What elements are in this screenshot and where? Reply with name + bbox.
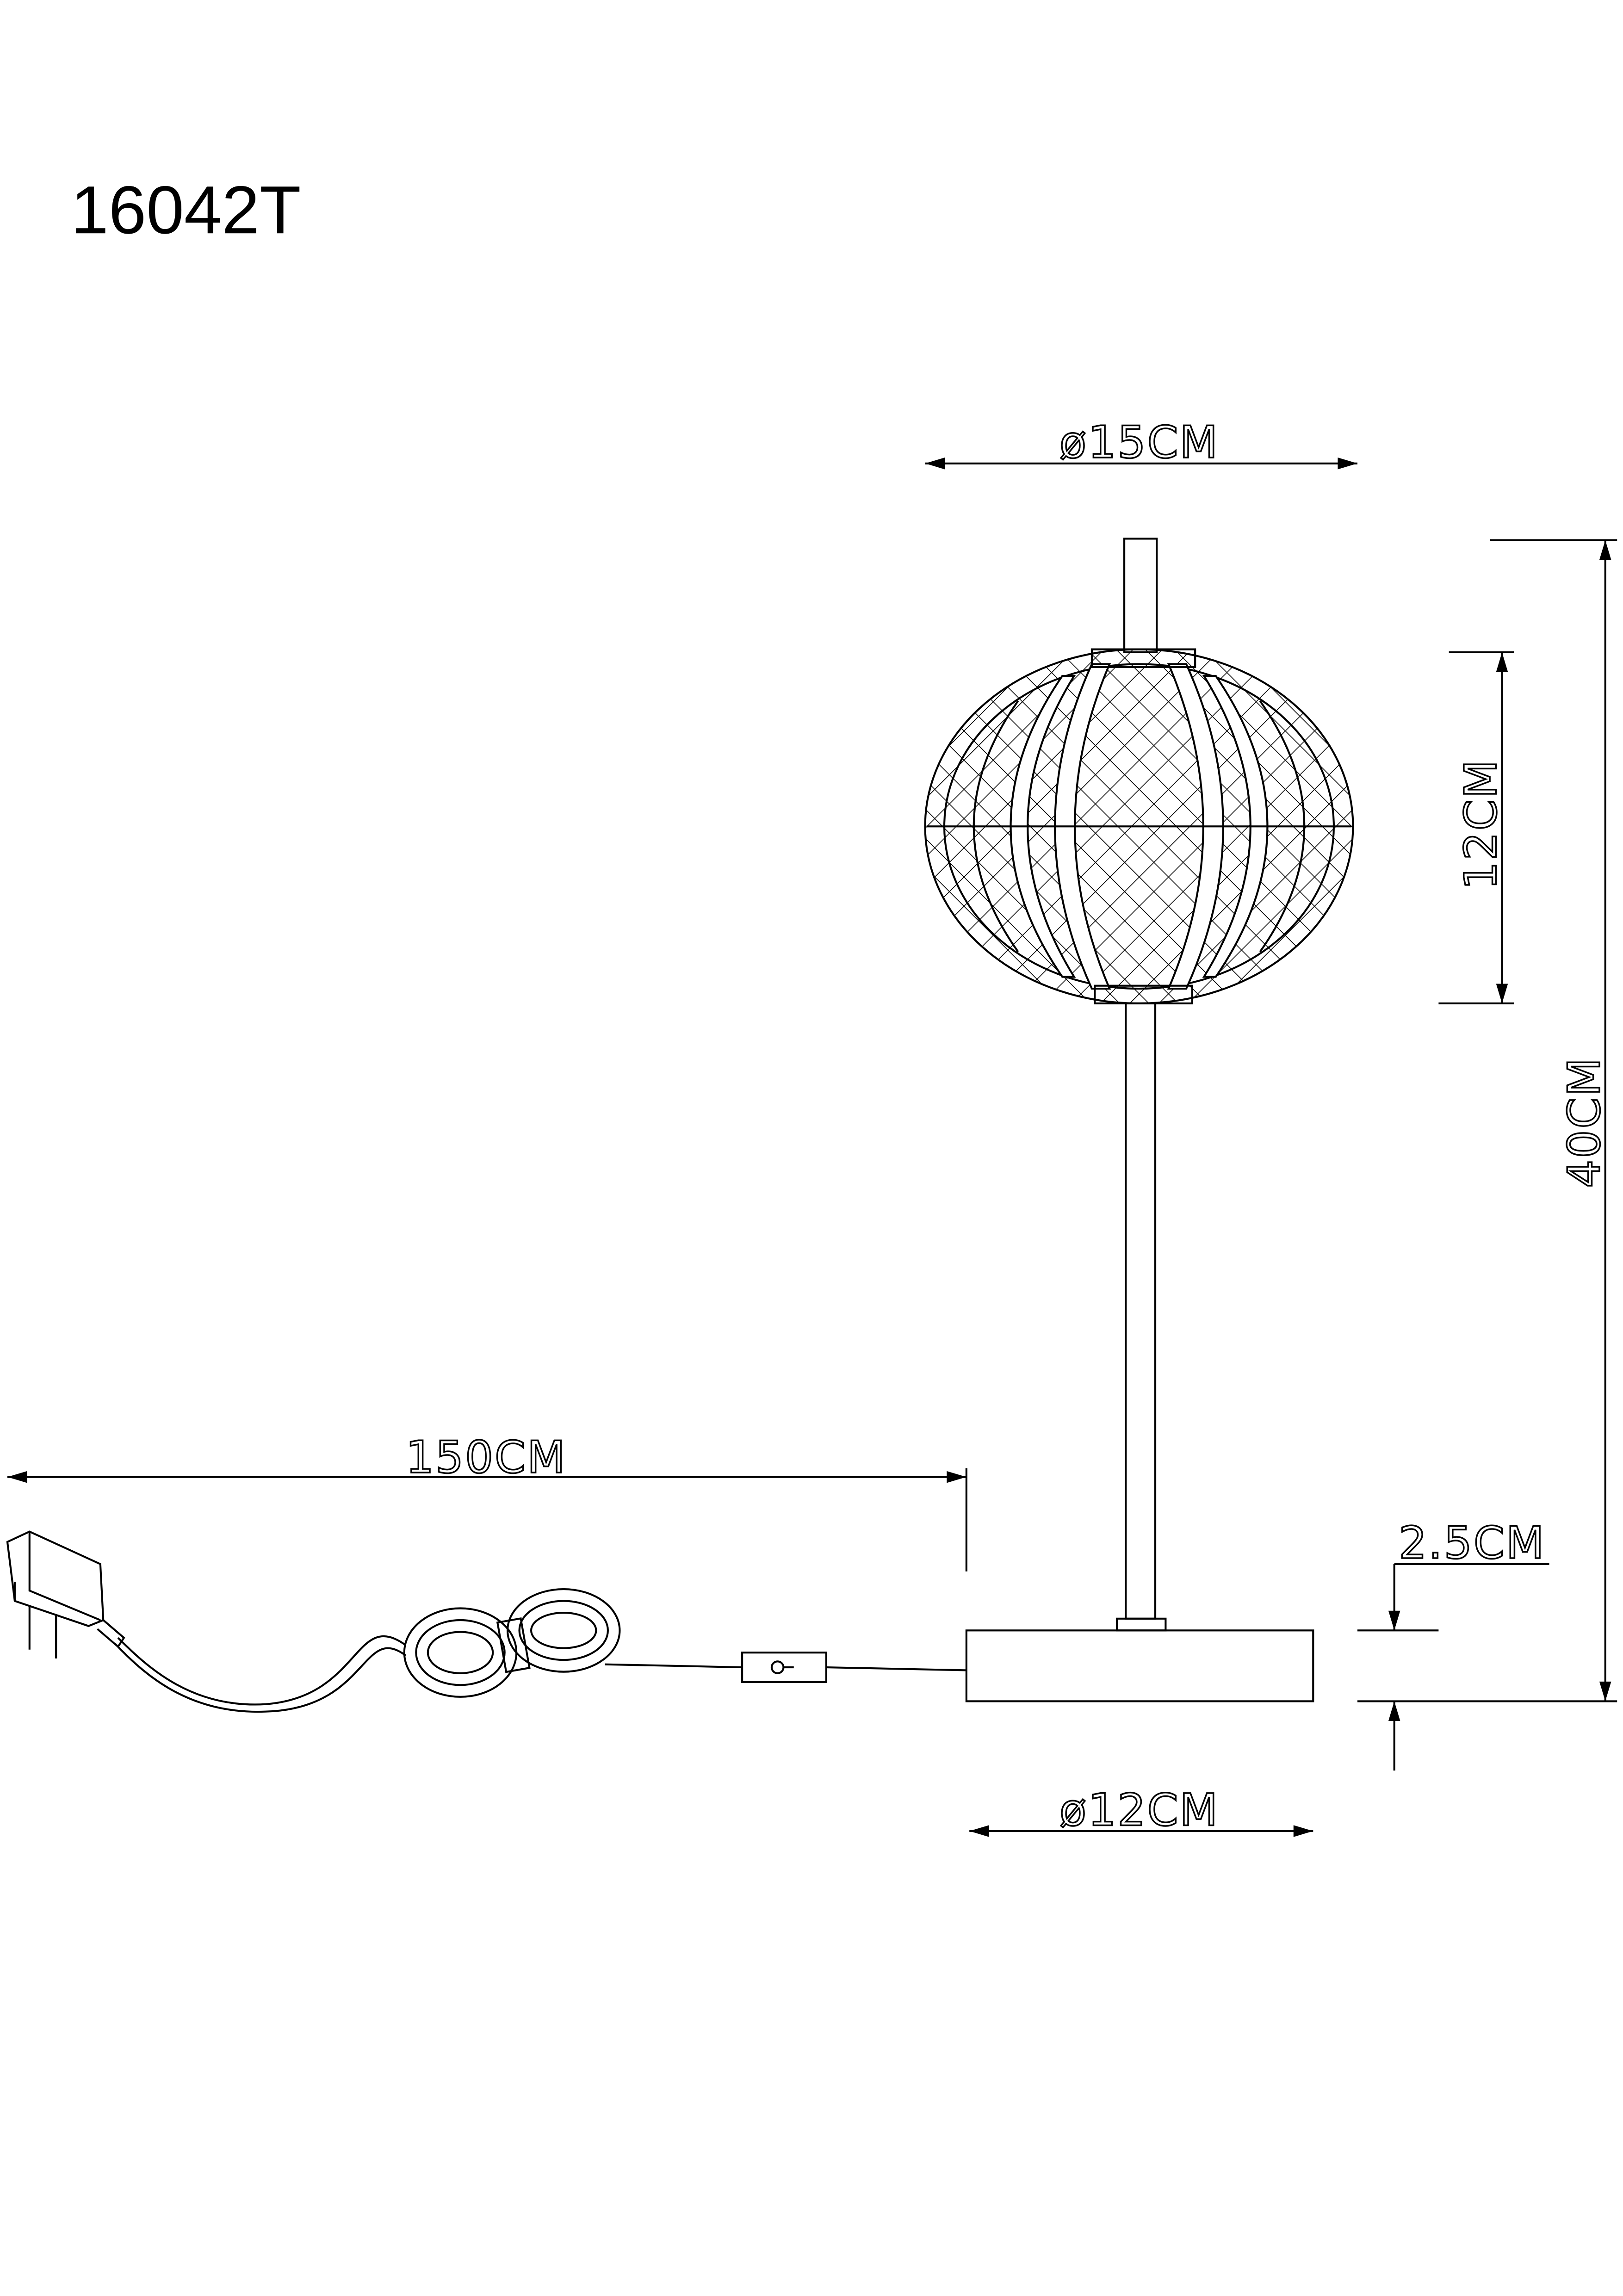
total-height-label: 40CM bbox=[1558, 1057, 1610, 1188]
base-height-label: 2.5CM bbox=[1399, 1517, 1545, 1569]
base-height-dimension: 2.5CM bbox=[1357, 1516, 1549, 1771]
switch-icon bbox=[770, 1660, 785, 1674]
shade-diameter-dimension: ø15CM bbox=[925, 415, 1357, 470]
inline-switch bbox=[741, 1652, 827, 1683]
shade-diameter-label: ø15CM bbox=[1059, 416, 1220, 468]
cord-coil bbox=[403, 1588, 621, 1698]
plug bbox=[6, 1530, 125, 1659]
stem-collar bbox=[1116, 1617, 1167, 1632]
shade-height-label: 12CM bbox=[1455, 759, 1507, 890]
base bbox=[965, 1629, 1314, 1702]
total-height-dimension: 40CM bbox=[1357, 539, 1617, 1702]
base-diameter-dimension: ø12CM bbox=[969, 1783, 1313, 1837]
power-cord bbox=[6, 1530, 966, 1713]
cable-length-label: 150CM bbox=[406, 1431, 567, 1483]
finial bbox=[1123, 538, 1158, 654]
cable-length-dimension: 150CM bbox=[7, 1430, 967, 1572]
base-diameter-label: ø12CM bbox=[1059, 1784, 1220, 1836]
stem bbox=[1125, 1002, 1157, 1620]
shade bbox=[924, 648, 1354, 1005]
lamp bbox=[924, 538, 1354, 1702]
model-number: 16042T bbox=[71, 172, 301, 248]
shade-height-dimension: 12CM bbox=[1438, 651, 1514, 1005]
